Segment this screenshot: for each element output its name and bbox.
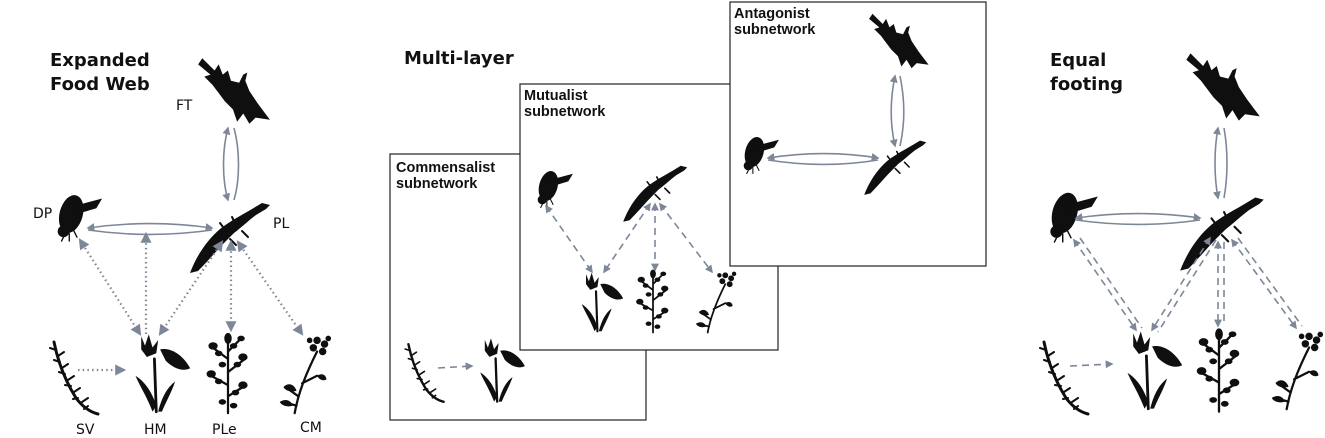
- label-SV: SV: [76, 422, 95, 438]
- link-DP-HM: [78, 238, 142, 336]
- panel-multi-layer: Multi-layer Commensalist subnetwork Mutu…: [389, 1, 987, 421]
- fly-icon: [54, 191, 103, 242]
- panel-title-expanded-line2: Food Web: [50, 74, 150, 95]
- umbel-plant-icon: [278, 334, 332, 415]
- link-DP-PL: [86, 222, 214, 232]
- mutualist-title-line2: subnetwork: [524, 104, 606, 120]
- link-mut-DP-HM: [545, 204, 593, 274]
- panel-expanded-food-web: Expanded Food Web FT DP PL SV HM PLe CM: [33, 50, 332, 438]
- link-eq-DP-HM: [1073, 238, 1137, 332]
- link-FT-PL-b: [233, 127, 240, 201]
- bird-icon: [1186, 53, 1260, 121]
- panel-title-equal-line1: Equal: [1050, 50, 1106, 71]
- panel-equal-footing: Equal footing: [1038, 50, 1324, 416]
- label-PLe: PLe: [212, 422, 237, 438]
- antagonist-subnetwork-box: [729, 1, 987, 267]
- lily-plant-icon: [134, 332, 192, 414]
- label-FT: FT: [176, 98, 193, 114]
- link-commensal-SV-HM: [437, 362, 474, 371]
- commensalist-title-line1: Commensalist: [396, 160, 495, 176]
- link-PL-CM: [236, 240, 304, 336]
- panel-title-multilayer: Multi-layer: [404, 48, 514, 69]
- link-FT-PL: [222, 126, 231, 202]
- commensalist-title-line2: subnetwork: [396, 176, 478, 192]
- grass-plant-icon: [1038, 340, 1090, 416]
- mutualist-title-line1: Mutualist: [524, 88, 588, 104]
- link-DP-PL-b: [87, 229, 213, 236]
- label-PL: PL: [273, 216, 289, 232]
- link-ant-FT-PL: [889, 74, 898, 148]
- link-ant-DP-PL: [766, 152, 880, 161]
- label-CM: CM: [300, 420, 322, 436]
- bird-icon: [198, 58, 270, 124]
- umbel-plant-icon: [1270, 330, 1324, 411]
- antagonist-title-line2: subnetwork: [734, 22, 816, 38]
- shrub-plant-icon: [1195, 327, 1241, 413]
- link-ant-DP-PL-b: [767, 159, 879, 166]
- label-HM: HM: [144, 422, 167, 438]
- link-eq-SV-HM: [1069, 360, 1114, 369]
- link-eq-PL-HM: [1151, 236, 1211, 332]
- link-eq-FT-PL-b: [1223, 127, 1228, 199]
- link-eq-PL-HM-b: [1157, 239, 1217, 333]
- label-DP: DP: [33, 206, 52, 222]
- shrub-plant-icon: [205, 331, 249, 415]
- link-mut-PL-CM: [659, 202, 713, 274]
- panel-title-equal-line2: footing: [1050, 74, 1123, 95]
- link-eq-DP-PL: [1074, 212, 1202, 222]
- link-eq-DP-PL-b: [1075, 219, 1201, 226]
- link-ant-FT-PL-b: [899, 75, 905, 147]
- link-mut-PL-HM: [603, 202, 651, 274]
- lily-plant-icon: [1126, 329, 1184, 411]
- link-eq-PL-CM: [1231, 238, 1297, 330]
- panel-title-expanded-line1: Expanded: [50, 50, 150, 71]
- link-eq-DP-HM-b: [1079, 237, 1143, 329]
- link-eq-PL-CM-b: [1237, 237, 1303, 327]
- link-PL-HM: [158, 240, 224, 336]
- lizard-icon: [188, 201, 272, 275]
- antagonist-title-line1: Antagonist: [734, 6, 810, 22]
- lizard-icon: [1179, 196, 1265, 272]
- link-eq-FT-PL: [1212, 126, 1221, 200]
- grass-plant-icon: [48, 340, 100, 416]
